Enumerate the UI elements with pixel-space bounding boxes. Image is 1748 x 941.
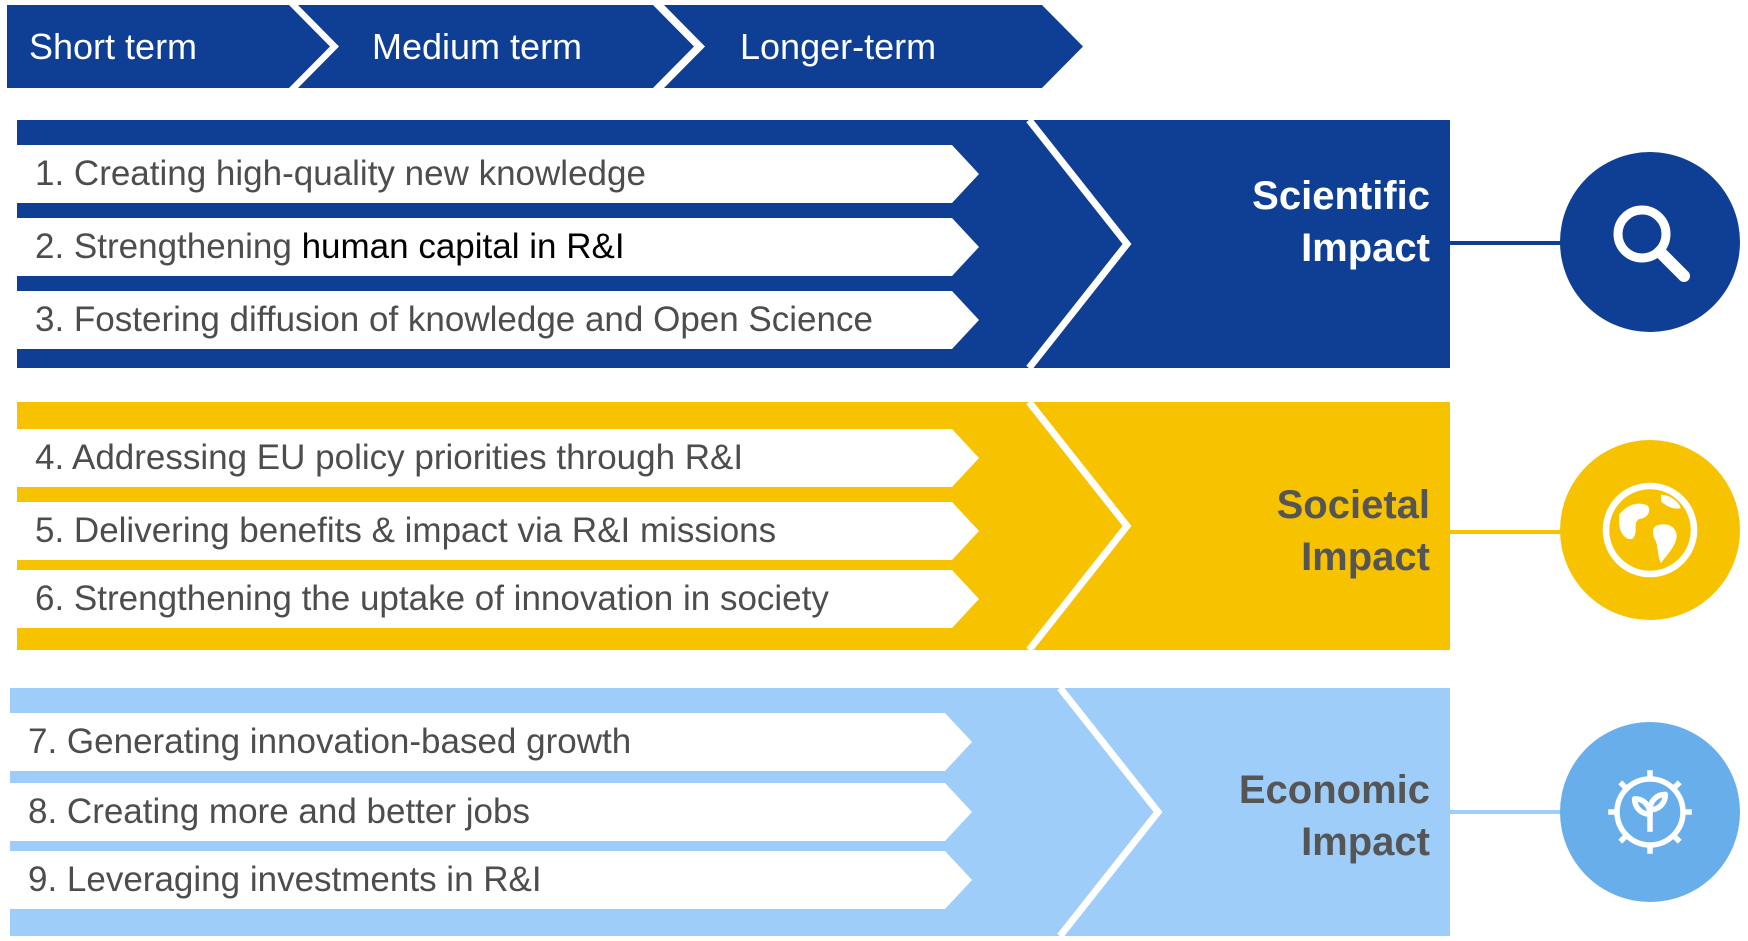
pathway-label: 1. Creating high-quality new knowledge xyxy=(35,154,646,193)
societal-impact-label: Societal Impact xyxy=(1277,479,1430,583)
economic-icon-circle xyxy=(1560,722,1740,902)
timeline-short-term: Short term xyxy=(7,5,330,88)
gear-sprout-icon xyxy=(1608,770,1692,854)
scientific-impact-label: Scientific Impact xyxy=(1252,170,1430,274)
economic-impact-label: Economic Impact xyxy=(1239,764,1430,868)
pathway-row-8: 8. Creating more and better jobs xyxy=(10,783,972,841)
impact-line: Impact xyxy=(1301,535,1430,579)
pathway-label: 9. Leveraging investments in R&I xyxy=(28,860,542,899)
pathway-label-prefix: 2. Strengthening xyxy=(35,227,302,266)
pathway-row-4: 4. Addressing EU policy priorities throu… xyxy=(17,429,979,487)
pathway-row-6: 6. Strengthening the uptake of innovatio… xyxy=(17,570,979,628)
timeline-medium-term: Medium term xyxy=(298,5,694,88)
economic-connector xyxy=(1450,810,1566,814)
pathway-label: 2. Strengthening human capital in R&I xyxy=(35,227,625,267)
scientific-connector xyxy=(1450,241,1566,245)
societal-band: 4. Addressing EU policy priorities throu… xyxy=(17,402,1450,650)
impact-line: Scientific xyxy=(1252,174,1430,218)
pathway-row-3: 3. Fostering diffusion of knowledge and … xyxy=(17,291,979,349)
pathway-row-2: 2. Strengthening human capital in R&I xyxy=(17,218,979,276)
timeline-label: Longer-term xyxy=(740,25,937,67)
scientific-band: 1. Creating high-quality new knowledge 2… xyxy=(17,120,1450,368)
scientific-icon-circle xyxy=(1560,152,1740,332)
impact-line: Societal xyxy=(1276,483,1430,527)
timeline-label: Short term xyxy=(29,25,198,67)
impact-line: Economic xyxy=(1238,768,1430,812)
societal-connector xyxy=(1450,530,1566,534)
pathway-label: 5. Delivering benefits & impact via R&I … xyxy=(35,511,777,550)
pathway-label: 8. Creating more and better jobs xyxy=(28,792,530,831)
impact-line: Impact xyxy=(1301,226,1430,270)
impact-line: Impact xyxy=(1301,820,1430,864)
pathway-row-7: 7. Generating innovation-based growth xyxy=(10,713,972,771)
pathway-label: 6. Strengthening the uptake of innovatio… xyxy=(35,579,829,618)
pathway-label: 7. Generating innovation-based growth xyxy=(28,722,632,761)
pathway-label: 4. Addressing EU policy priorities throu… xyxy=(35,438,744,477)
economic-band: 7. Generating innovation-based growth 8.… xyxy=(10,688,1450,936)
pathway-row-1: 1. Creating high-quality new knowledge xyxy=(17,145,979,203)
globe-icon xyxy=(1602,482,1698,578)
timeline-label: Medium term xyxy=(372,25,583,67)
pathway-row-9: 9. Leveraging investments in R&I xyxy=(10,851,972,909)
pathway-label-highlight: human capital in R&I xyxy=(301,227,625,266)
pathway-label: 3. Fostering diffusion of knowledge and … xyxy=(35,300,873,339)
timeline-longer-term: Longer-term xyxy=(664,5,1083,88)
societal-icon-circle xyxy=(1560,440,1740,620)
pathway-row-5: 5. Delivering benefits & impact via R&I … xyxy=(17,502,979,560)
search-icon xyxy=(1613,205,1690,282)
